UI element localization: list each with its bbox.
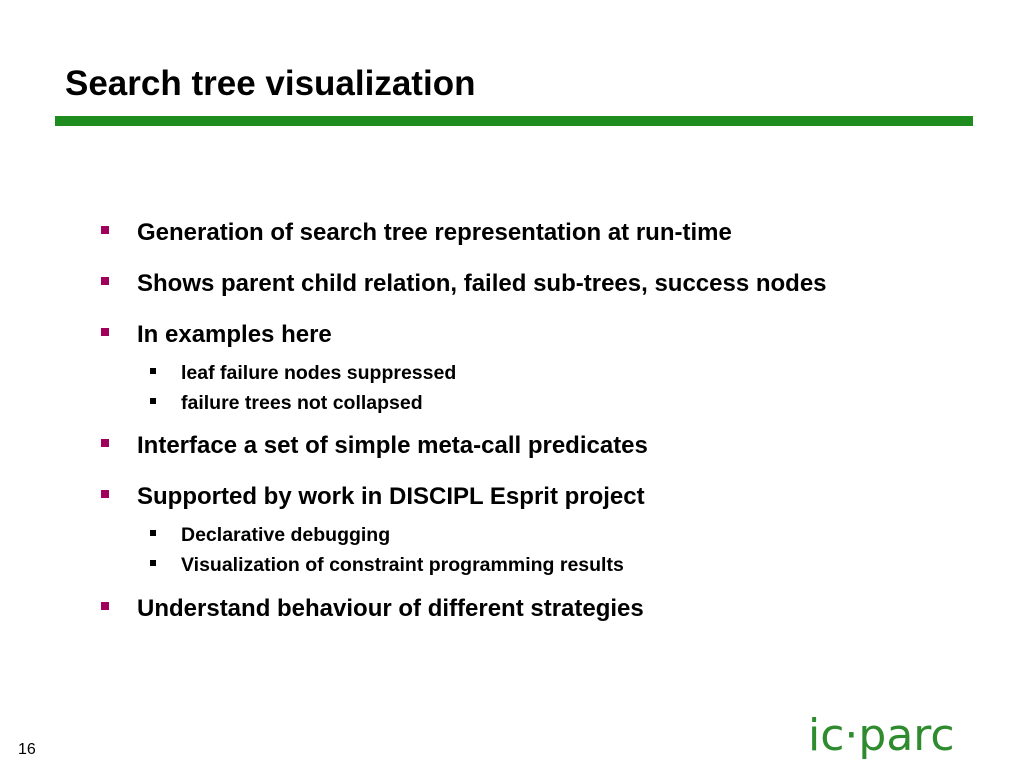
sub-bullet-item: Visualization of constraint programming … (150, 553, 624, 577)
ic-parc-logo: ic·parc (806, 710, 986, 762)
logo-text: ic·parc (808, 712, 955, 761)
square-bullet-icon (101, 438, 109, 447)
sub-bullet-item: failure trees not collapsed (150, 391, 423, 415)
bullet-item: Supported by work in DISCIPL Esprit proj… (101, 482, 645, 512)
sub-bullet-text: Declarative debugging (181, 524, 391, 546)
bullet-text: Supported by work in DISCIPL Esprit proj… (137, 483, 645, 510)
title-underline (55, 116, 973, 126)
square-bullet-icon (101, 489, 109, 498)
bullet-text: Understand behaviour of different strate… (137, 595, 644, 622)
small-square-bullet-icon (150, 559, 156, 566)
bullet-item: In examples here (101, 320, 332, 350)
slide-title: Search tree visualization (65, 64, 476, 103)
bullet-text: Shows parent child relation, failed sub-… (137, 270, 827, 297)
bullet-item: Generation of search tree representation… (101, 218, 732, 248)
bullet-text: Generation of search tree representation… (137, 219, 732, 246)
bullet-item: Shows parent child relation, failed sub-… (101, 269, 827, 299)
small-square-bullet-icon (150, 367, 156, 374)
bullet-item: Interface a set of simple meta-call pred… (101, 431, 648, 461)
square-bullet-icon (101, 276, 109, 285)
page-number: 16 (18, 741, 36, 758)
square-bullet-icon (101, 327, 109, 336)
sub-bullet-text: Visualization of constraint programming … (181, 554, 624, 576)
sub-bullet-item: leaf failure nodes suppressed (150, 361, 456, 385)
sub-bullet-text: failure trees not collapsed (181, 392, 423, 414)
square-bullet-icon (101, 225, 109, 234)
bullet-item: Understand behaviour of different strate… (101, 594, 644, 624)
square-bullet-icon (101, 601, 109, 610)
sub-bullet-text: leaf failure nodes suppressed (181, 362, 457, 384)
small-square-bullet-icon (150, 397, 156, 404)
bullet-text: Interface a set of simple meta-call pred… (137, 432, 648, 459)
bullet-text: In examples here (137, 321, 332, 348)
sub-bullet-item: Declarative debugging (150, 523, 390, 547)
small-square-bullet-icon (150, 529, 156, 536)
